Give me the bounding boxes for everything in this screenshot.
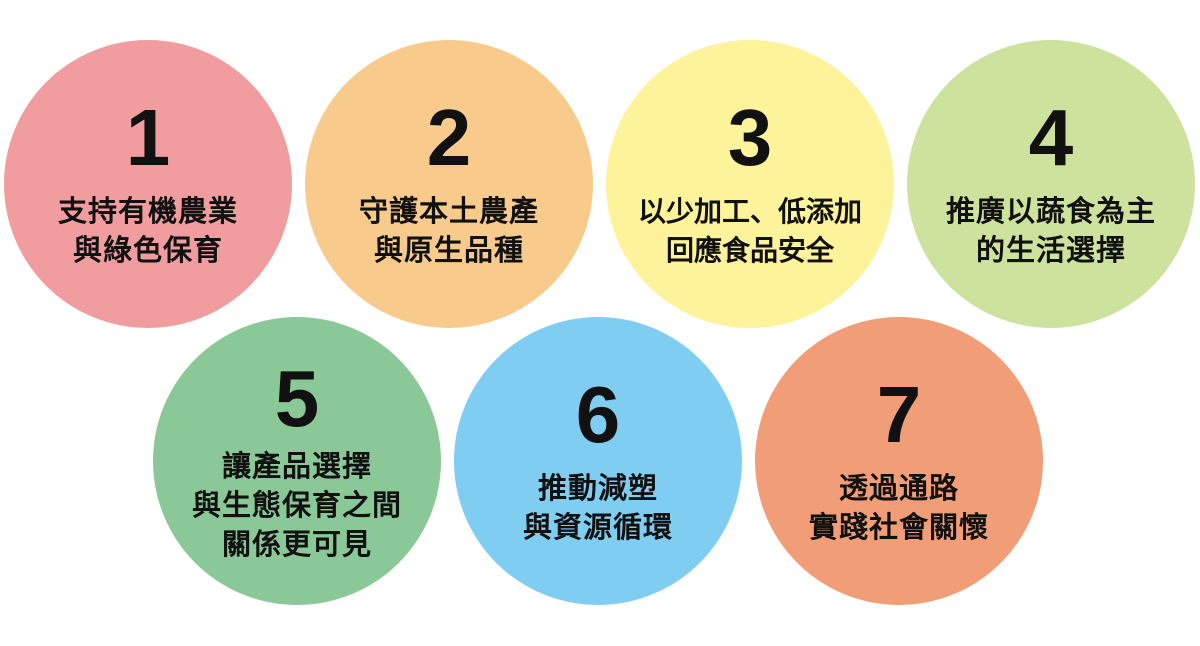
- principle-text-line: 實踐社會關懷: [808, 510, 989, 544]
- principle-text-line: 的生活選擇: [975, 233, 1126, 267]
- principle-text-line: 推動減塑: [537, 471, 658, 505]
- principle-text-line: 回應食品安全: [665, 234, 834, 267]
- principle-number: 4: [1028, 93, 1074, 182]
- principle-circle-6: 6 推動減塑 與資源循環: [454, 317, 742, 605]
- principle-circle-3: 3 以少加工、低添加 回應食品安全: [606, 40, 894, 328]
- principle-number: 6: [575, 370, 621, 459]
- principle-number: 2: [426, 93, 472, 182]
- principle-text-line: 讓產品選擇: [221, 448, 372, 483]
- principle-text-line: 推廣以蔬食為主: [945, 194, 1156, 228]
- principle-text-line: 與生態保育之間: [191, 487, 402, 522]
- principle-circle-7: 7 透過通路 實踐社會關懷: [755, 317, 1043, 605]
- principle-text-line: 關係更可見: [221, 526, 372, 561]
- principle-number: 1: [125, 93, 171, 182]
- principle-circle-2: 2 守護本土農產 與原生品種: [305, 40, 593, 328]
- principle-text-line: 以少加工、低添加: [637, 195, 862, 228]
- principle-text-line: 透過通路: [838, 471, 959, 505]
- principle-text-line: 與原生品種: [373, 233, 524, 267]
- principle-circle-1: 1 支持有機農業 與綠色保育: [4, 40, 292, 328]
- principle-number: 5: [274, 353, 320, 443]
- principle-text-line: 支持有機農業: [57, 194, 238, 228]
- principle-number: 7: [876, 370, 922, 459]
- principle-number: 3: [727, 93, 773, 182]
- principle-text-line: 與資源循環: [522, 510, 673, 544]
- principle-circle-5: 5 讓產品選擇 與生態保育之間 關係更可見: [153, 317, 441, 605]
- principle-circle-4: 4 推廣以蔬食為主 的生活選擇: [907, 40, 1195, 328]
- principle-text-line: 與綠色保育: [72, 233, 223, 267]
- principle-text-line: 守護本土農產: [358, 194, 539, 228]
